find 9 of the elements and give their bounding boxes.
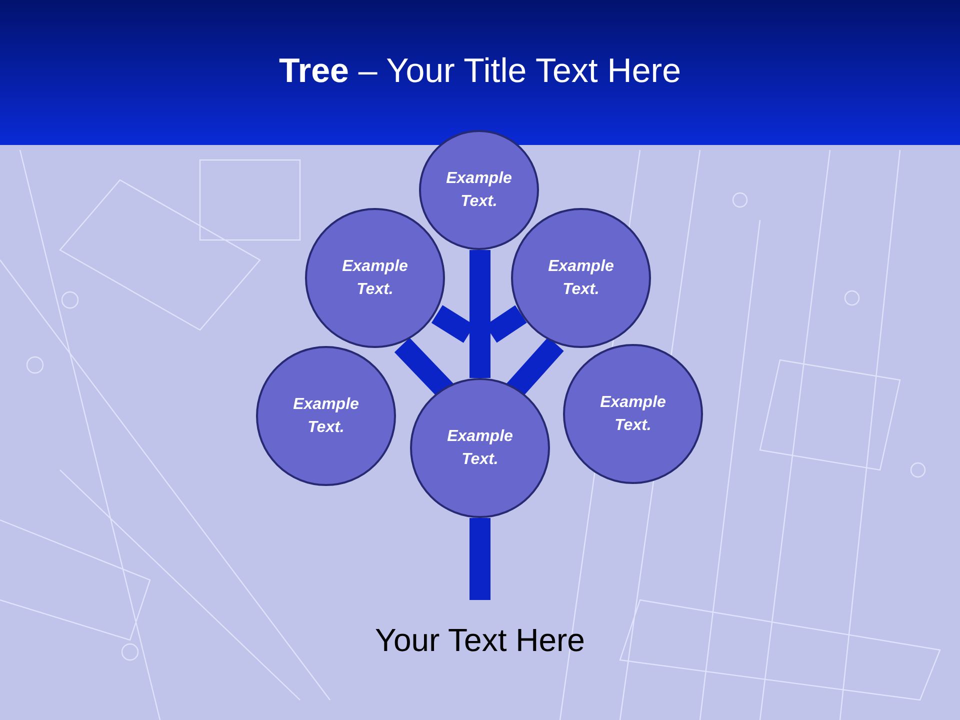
node-text: Example Text. (599, 393, 667, 436)
tree-branch (470, 518, 490, 600)
node-text: Example Text. (292, 395, 360, 438)
slide-title: Tree – Your Title Text Here (278, 52, 682, 91)
node-text: Example Text. (341, 257, 409, 300)
node-text: Example Text. (547, 257, 615, 300)
body-text: Your Text Here (374, 622, 586, 659)
node-text: Example Text. (445, 169, 513, 212)
node-text: Example Text. (446, 427, 514, 470)
